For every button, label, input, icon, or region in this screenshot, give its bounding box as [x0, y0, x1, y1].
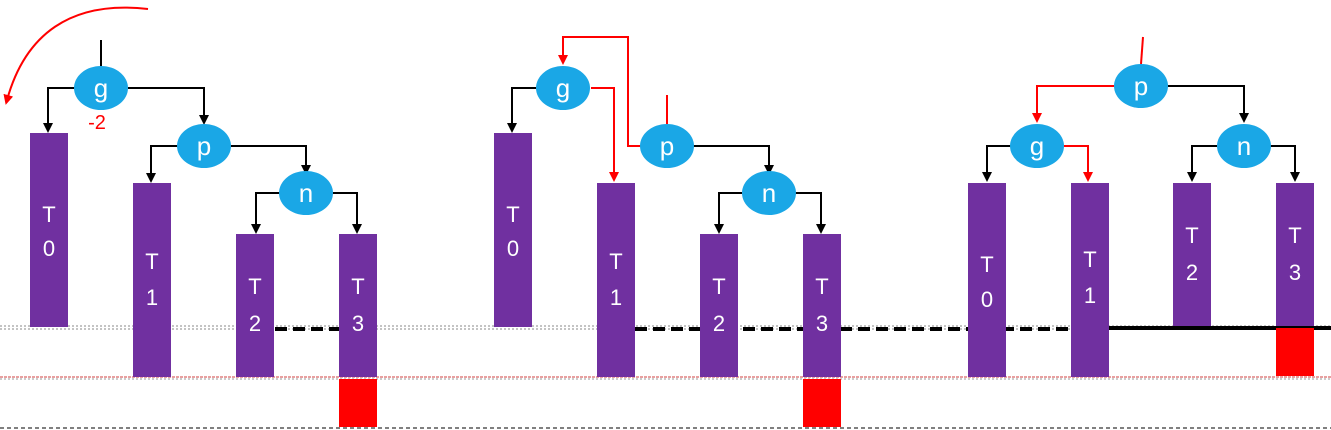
- subtree-t1: [597, 183, 635, 377]
- node-n: [742, 171, 796, 215]
- node-p: [1114, 64, 1168, 108]
- edge-p-g-red: [1032, 85, 1114, 123]
- subtree-t3: [803, 234, 841, 377]
- node-g-label: g: [1030, 131, 1044, 161]
- subtree-t0: [30, 133, 68, 327]
- node-p-label: p: [197, 131, 211, 161]
- svg-text:T3: T3: [351, 274, 364, 336]
- edge-n-t2: [714, 192, 742, 234]
- subtree-t2: [700, 234, 738, 377]
- edge-n-t2: [1187, 145, 1217, 182]
- svg-text:T2: T2: [248, 274, 261, 336]
- svg-text:T3: T3: [1288, 223, 1301, 285]
- edge-p-t1: [146, 145, 178, 183]
- edge-n-t3: [1270, 145, 1300, 182]
- edge-g-t0: [507, 87, 536, 133]
- edge-g-t0: [982, 145, 1011, 182]
- node-n: [1217, 124, 1271, 168]
- node-p-label: p: [1134, 71, 1148, 101]
- svg-text:T1: T1: [609, 249, 622, 310]
- edge-p-n: [693, 145, 774, 175]
- node-n-label: n: [299, 178, 313, 208]
- subtree-t3: [1276, 183, 1314, 326]
- subtree-t0: [968, 183, 1006, 377]
- subtree-t3: [339, 234, 377, 377]
- edge-n-t2: [251, 192, 280, 234]
- subtree-t2: [236, 234, 274, 377]
- balance-factor: -2: [88, 112, 106, 134]
- node-n: [279, 171, 333, 215]
- reference-lines: [0, 325, 1331, 429]
- subtree-t1: [133, 183, 171, 377]
- subtree-t0: [494, 133, 532, 327]
- edge-g-t0: [43, 87, 75, 133]
- edge-root-p: [1140, 36, 1144, 65]
- overflow-block: [1276, 328, 1314, 376]
- node-g: [1010, 124, 1064, 168]
- svg-text:T0: T0: [506, 202, 519, 261]
- node-p-label: p: [660, 131, 674, 161]
- node-g: [74, 66, 128, 110]
- rotation-arrow: [3, 6, 149, 105]
- overflow-block: [339, 379, 377, 427]
- svg-text:T2: T2: [1185, 223, 1198, 285]
- edge-g-p: [128, 87, 209, 125]
- node-n-label: n: [1237, 131, 1251, 161]
- node-p: [177, 124, 231, 168]
- node-g-label: g: [556, 73, 570, 103]
- node-n-label: n: [762, 178, 776, 208]
- subtree-t2: [1173, 183, 1211, 326]
- overflow-block: [803, 379, 841, 427]
- node-g: [536, 66, 590, 110]
- svg-text:T0: T0: [980, 252, 993, 312]
- edge-p-g-red: [558, 36, 641, 147]
- edge-p-n: [231, 145, 311, 175]
- node-g-label: g: [94, 73, 108, 103]
- svg-text:T1: T1: [145, 249, 158, 310]
- edge-g-t1-red: [1064, 145, 1093, 182]
- edge-p-n: [1168, 85, 1249, 123]
- edge-g-t1-red: [591, 87, 619, 182]
- svg-text:T0: T0: [42, 202, 55, 261]
- subtree-t1: [1071, 183, 1109, 377]
- svg-text:T1: T1: [1083, 247, 1096, 308]
- svg-text:T3: T3: [815, 274, 828, 336]
- node-p: [640, 124, 694, 168]
- edge-n-t3: [795, 192, 826, 234]
- svg-text:T2: T2: [712, 274, 725, 336]
- edge-n-t3: [333, 192, 362, 234]
